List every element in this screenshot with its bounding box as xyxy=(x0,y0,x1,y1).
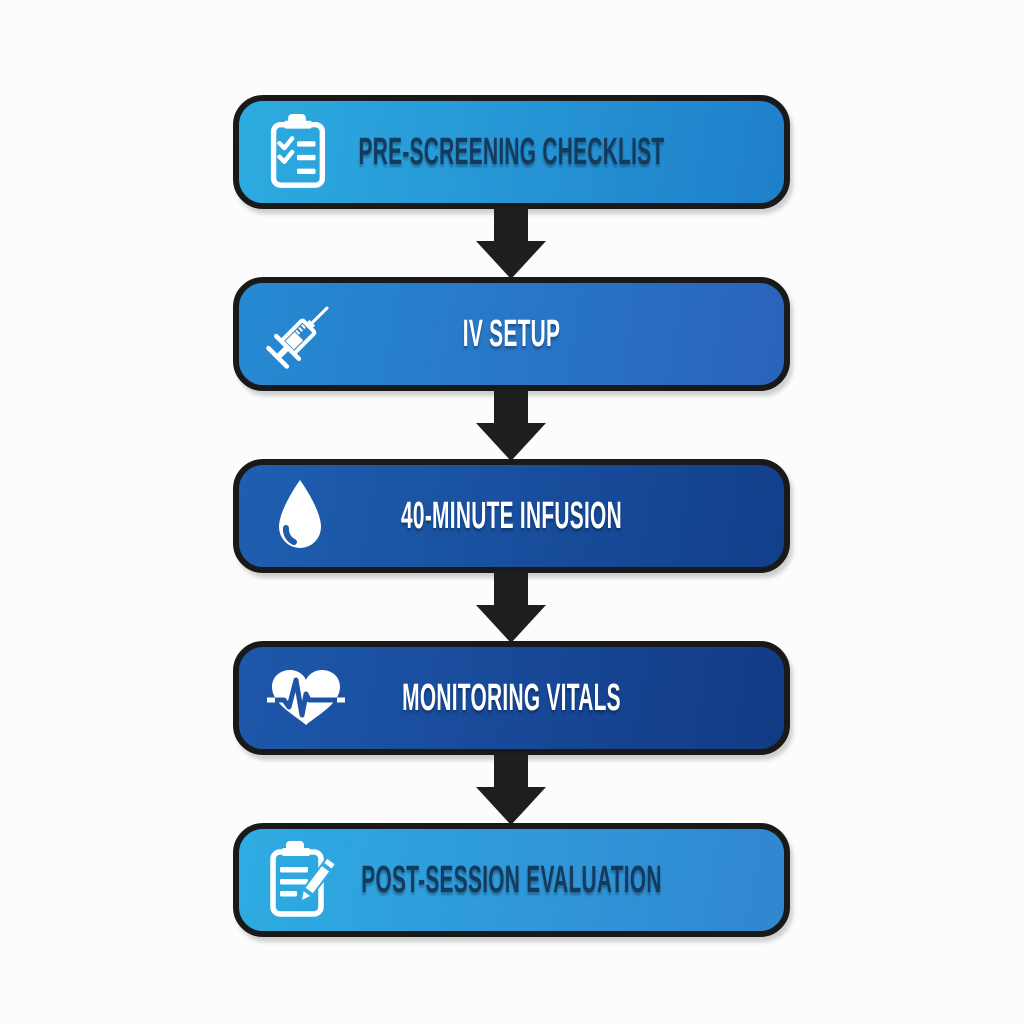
step-box-iv-setup: IV SETUP xyxy=(233,277,790,391)
water-drop-icon xyxy=(269,477,331,555)
flow-arrow xyxy=(476,571,546,643)
clipboard-checklist-icon xyxy=(265,113,329,191)
step-label: PRE-SCREENING CHECKLIST xyxy=(358,130,665,173)
flow-arrow xyxy=(476,207,546,279)
step-label: 40-MINUTE INFUSION xyxy=(401,494,622,537)
flow-arrow xyxy=(476,753,546,825)
step-box-post-session: POST-SESSION EVALUATION xyxy=(233,823,790,937)
step-box-monitoring: MONITORING VITALS xyxy=(233,641,790,755)
heart-pulse-icon xyxy=(267,667,345,729)
step-label: IV SETUP xyxy=(462,312,561,355)
step-label: MONITORING VITALS xyxy=(402,676,621,719)
step-box-pre-screening: PRE-SCREENING CHECKLIST xyxy=(233,95,790,209)
step-box-infusion: 40-MINUTE INFUSION xyxy=(233,459,790,573)
flow-arrow xyxy=(476,389,546,461)
clipboard-pencil-icon xyxy=(267,840,338,920)
step-label: POST-SESSION EVALUATION xyxy=(361,858,662,901)
syringe-icon xyxy=(257,290,345,378)
